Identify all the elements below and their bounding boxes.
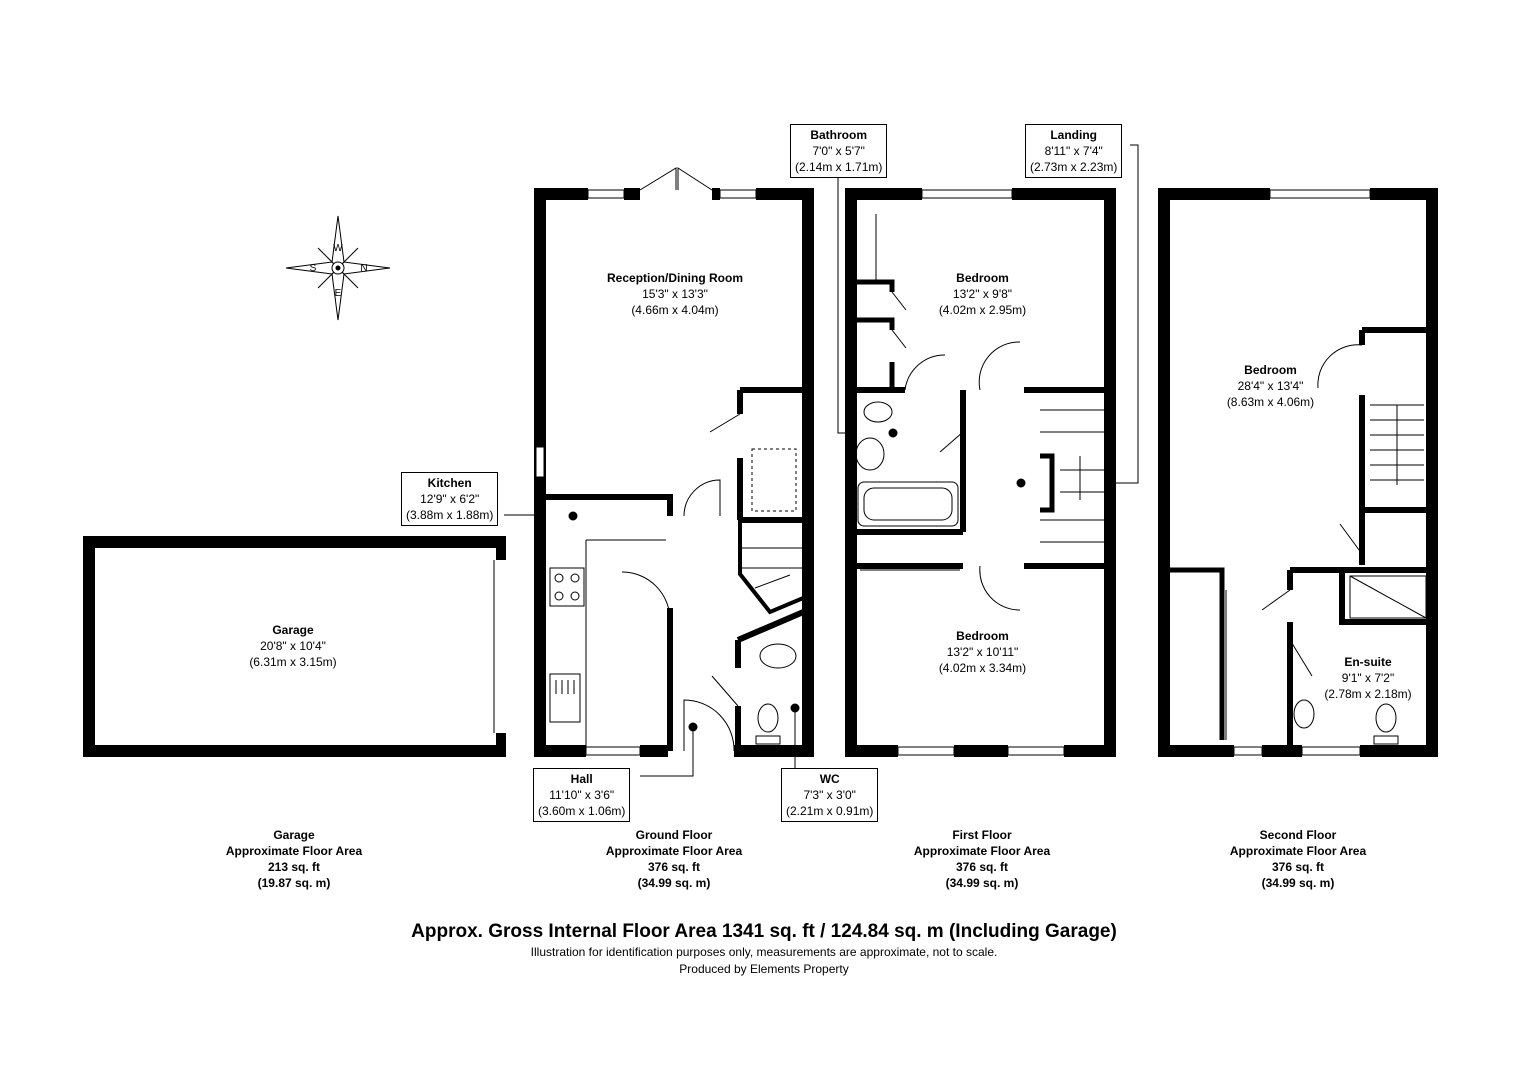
room-label-bedroom-1: Bedroom 13'2" x 9'8" (4.02m x 2.95m) [938,271,1027,317]
ground-floor-plan [534,167,814,757]
floor-area-ground: Ground Floor Approximate Floor Area 376 … [605,828,743,890]
callout-wc: WC 7'3" x 3'0" (2.21m x 0.91m) [781,768,879,822]
total-floor-area: Approx. Gross Internal Floor Area 1341 s… [411,921,1117,942]
floor-area-garage: Garage Approximate Floor Area 213 sq. ft… [225,828,363,890]
callout-bathroom: Bathroom 7'0" x 5'7" (2.14m x 1.71m) [790,124,888,178]
room-label-garage: Garage 20'8" x 10'4" (6.31m x 3.15m) [249,623,337,669]
room-label-reception: Reception/Dining Room 15'3" x 13'3" (4.6… [607,271,743,317]
room-label-bedroom-2: Bedroom 13'2" x 10'11" (4.02m x 3.34m) [938,629,1027,675]
compass-w: W [333,243,343,254]
first-floor-plan [845,188,1116,757]
garage-plan [83,536,506,757]
compass-s: S [310,263,317,274]
callout-hall: Hall 11'10" x 3'6" (3.60m x 1.06m) [533,768,631,822]
second-floor-plan [1158,188,1438,757]
credit: Produced by Elements Property [679,962,849,976]
footer: Approx. Gross Internal Floor Area 1341 s… [0,920,1528,978]
disclaimer: Illustration for identification purposes… [530,945,998,959]
room-label-ensuite: En-suite 9'1" x 7'2" (2.78m x 2.18m) [1324,655,1412,701]
callout-landing: Landing 8'11" x 7'4" (2.73m x 2.23m) [1025,124,1123,178]
leader-lines [504,144,1139,777]
callout-kitchen: Kitchen 12'9" x 6'2" (3.88m x 1.88m) [401,472,499,526]
compass-n: N [360,263,367,274]
compass-rose-icon: W N E S [285,215,391,321]
floor-area-second: Second Floor Approximate Floor Area 376 … [1229,828,1367,890]
compass-e: E [335,288,342,299]
room-label-bedroom-3: Bedroom 28'4" x 13'4" (8.63m x 4.06m) [1226,363,1315,409]
floor-area-first: First Floor Approximate Floor Area 376 s… [913,828,1051,890]
